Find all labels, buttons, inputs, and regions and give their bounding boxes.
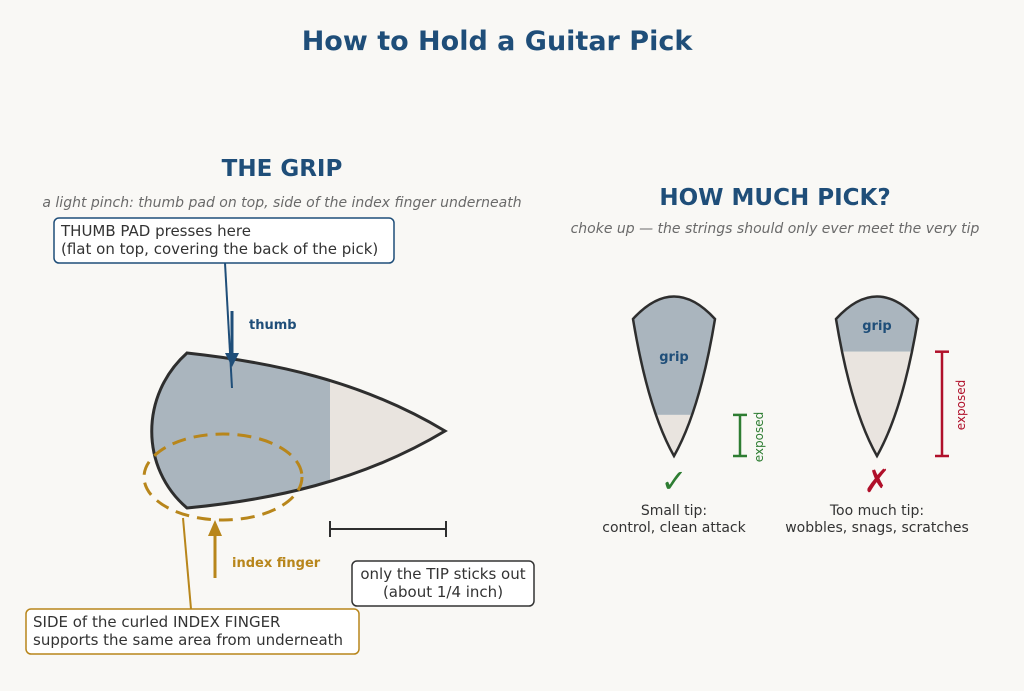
good-caption-line2: control, clean attack [602, 520, 746, 536]
index-finger-label: index finger [232, 556, 321, 571]
bad-caption-line2: wobbles, snags, scratches [785, 520, 969, 536]
how-much-subtitle: choke up — the strings should only ever … [571, 221, 980, 237]
index-finger-contact-ellipse [142, 432, 304, 522]
index-callout-line1: SIDE of the curled INDEX FINGER [33, 613, 280, 631]
how-much-heading: HOW MUCH PICK? [659, 185, 890, 211]
good-exposed-bracket [733, 413, 747, 458]
good-check-icon: ✓ [661, 462, 688, 500]
bad-pick-exposed-area [836, 351, 918, 456]
thumb-callout-box [53, 217, 395, 264]
index-callout-box [25, 608, 360, 655]
tip-callout-line2: (about 1/4 inch) [383, 583, 503, 601]
tip-dimension-bracket [329, 521, 447, 537]
bad-grip-label: grip [862, 319, 891, 334]
index-callout-line2: supports the same area from underneath [33, 631, 343, 649]
bad-exposed-label: exposed [954, 380, 968, 430]
pick-outline [150, 351, 448, 510]
good-grip-label: grip [659, 350, 688, 365]
good-caption-line1: Small tip: [641, 503, 707, 519]
good-pick-outline [631, 295, 717, 459]
grip-heading: THE GRIP [222, 156, 343, 182]
bad-caption-line1: Too much tip: [829, 503, 924, 519]
pick-side-view [150, 351, 448, 510]
tip-callout-line1: only the TIP sticks out [360, 565, 525, 583]
good-example: grip exposed ✓ Small tip: control, clean… [602, 295, 766, 536]
thumb-arrow-head [225, 353, 239, 367]
index-callout-leader [182, 517, 192, 610]
bad-example: grip exposed ✗ Too much tip: wobbles, sn… [785, 295, 969, 536]
bad-exposed-bracket [935, 350, 949, 458]
index-callout: SIDE of the curled INDEX FINGER supports… [25, 608, 360, 655]
page-title: How to Hold a Guitar Pick [302, 26, 694, 57]
tip-callout-box [351, 560, 535, 607]
bad-cross-icon: ✗ [864, 462, 891, 500]
thumb-callout-line1: THUMB PAD presses here [60, 222, 251, 240]
grip-subtitle: a light pinch: thumb pad on top, side of… [42, 195, 521, 211]
thumb-callout-line2: (flat on top, covering the back of the p… [61, 240, 378, 258]
good-pick-exposed-area [633, 414, 715, 456]
index-arrow-head [208, 520, 222, 536]
thumb-callout: THUMB PAD presses here (flat on top, cov… [53, 217, 395, 264]
bad-pick-outline [834, 295, 920, 459]
good-exposed-label: exposed [752, 412, 766, 462]
thumb-callout-leader [224, 262, 233, 389]
tip-callout: only the TIP sticks out (about 1/4 inch) [351, 560, 535, 607]
thumb-label: thumb [249, 318, 297, 333]
